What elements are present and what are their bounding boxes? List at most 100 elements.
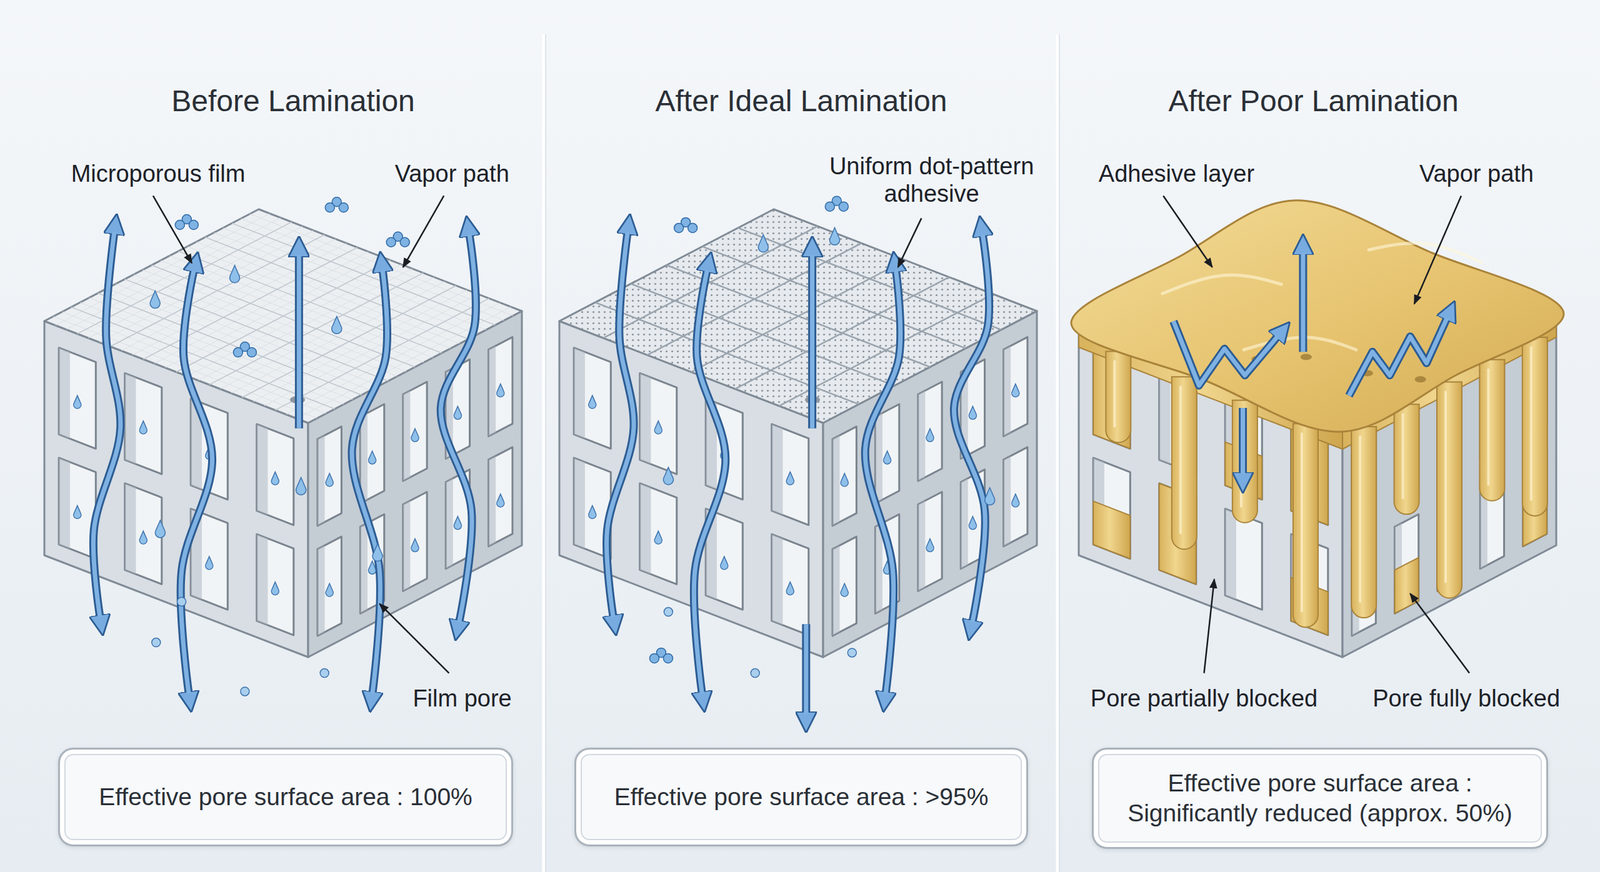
callout-label: Pore partially blocked [1090,685,1318,714]
result-box: Effective pore surface area : >95% [574,748,1029,847]
callout-label: Uniform dot-pattern adhesive [813,153,1051,208]
water-molecule [649,648,673,664]
callout-label: Pore fully blocked [1372,685,1560,714]
panel-title: Before Lamination [0,83,544,119]
leader-line [1163,195,1212,267]
panel-divider [1056,34,1060,872]
film-pore [1003,447,1028,547]
water-droplet [786,471,794,485]
pore-shadow [403,501,410,592]
pore-shadow [918,390,925,482]
drip-highlight [1444,392,1447,583]
molecule-atom [674,223,684,233]
water-droplet [985,488,995,506]
film-texture [242,285,457,398]
vapor-bubble [151,638,161,648]
vapor-path-core [1240,408,1245,475]
pore-shadow [1225,508,1237,600]
film-pore [875,404,899,504]
film-pore [573,348,611,450]
vapor-path-core [606,232,634,618]
residual-pore [1415,376,1427,383]
vapor-path-core [803,624,809,715]
pore-shadow [317,545,325,637]
pore-shadow [771,424,784,516]
pore-shadow [125,483,137,575]
callout-label: Vapor path [395,160,510,189]
water-droplet [411,538,419,552]
water-droplet [968,516,977,530]
vapor-path-arrow [1298,253,1307,352]
water-droplet [271,582,279,596]
drip-highlight [1401,414,1405,499]
water-droplet [271,471,279,485]
vapor-bubble [320,669,329,679]
pore-shadow [58,458,70,550]
pore-shadow [1159,373,1171,465]
leader-line [1410,593,1470,674]
vapor-path-arrow [801,624,810,715]
vapor-path-arrow [606,232,634,618]
water-molecule [674,217,698,233]
molecule-atom [233,348,243,358]
pore-shadow [573,458,585,550]
callout-label: Microporous film [71,160,246,189]
film-pore [488,337,513,437]
adhesive-drip [1522,337,1548,517]
water-droplet [139,421,147,435]
drip-highlight [1179,386,1182,534]
porous-block [1071,200,1564,658]
vapor-path-arrow [808,255,817,429]
porous-block [44,209,522,658]
water-molecule [386,231,410,247]
panel-title: After Poor Lamination [1059,83,1600,119]
pore-shadow [403,390,410,482]
panel-divider-shade [545,34,547,872]
water-droplet [73,505,82,519]
adhesive-drip [1293,423,1319,628]
pore-shadow [488,456,496,547]
water-droplet [663,467,674,485]
pore-shadow [125,373,137,465]
water-droplet [453,516,462,530]
molecule-atom [688,223,698,233]
film-pore [918,491,942,592]
film-pore [640,373,677,475]
vapor-path-core [1173,321,1279,386]
water-droplet [654,531,662,545]
film-pore [403,491,427,592]
drip-highlight [1113,361,1116,427]
film-pore [403,381,427,482]
pore-shadow [771,534,784,626]
pore-shadow [58,348,70,440]
comparison-panel: Before LaminationEffective pore surface … [0,0,544,872]
film-grid [176,260,391,373]
drip-highlight [1486,370,1490,485]
water-droplet [230,265,240,284]
film-pore [1225,508,1262,610]
film-grid [205,237,469,340]
water-droplet [325,583,334,597]
film-pore [1394,514,1419,614]
film-pore [1093,458,1130,560]
water-droplet [205,556,214,570]
residual-pore [1300,353,1312,360]
vapor-path-arrow [351,270,387,695]
molecule-atom [838,201,849,212]
molecule-atom [825,201,835,212]
film-grid [178,251,442,354]
film-pore [58,348,96,450]
water-droplet [372,544,383,562]
water-droplet [926,428,934,442]
adhesive-drip [1171,376,1197,550]
film-texture [205,237,469,340]
vapor-path-core [953,235,989,623]
vapor-path-arrow [1238,408,1247,475]
film-pore [1003,337,1028,437]
vapor-path-arrow [1348,318,1447,396]
vapor-path-arrow [953,235,989,623]
panel-title: After Ideal Lamination [545,83,1057,119]
result-text: Effective pore surface area : >95% [614,782,989,813]
